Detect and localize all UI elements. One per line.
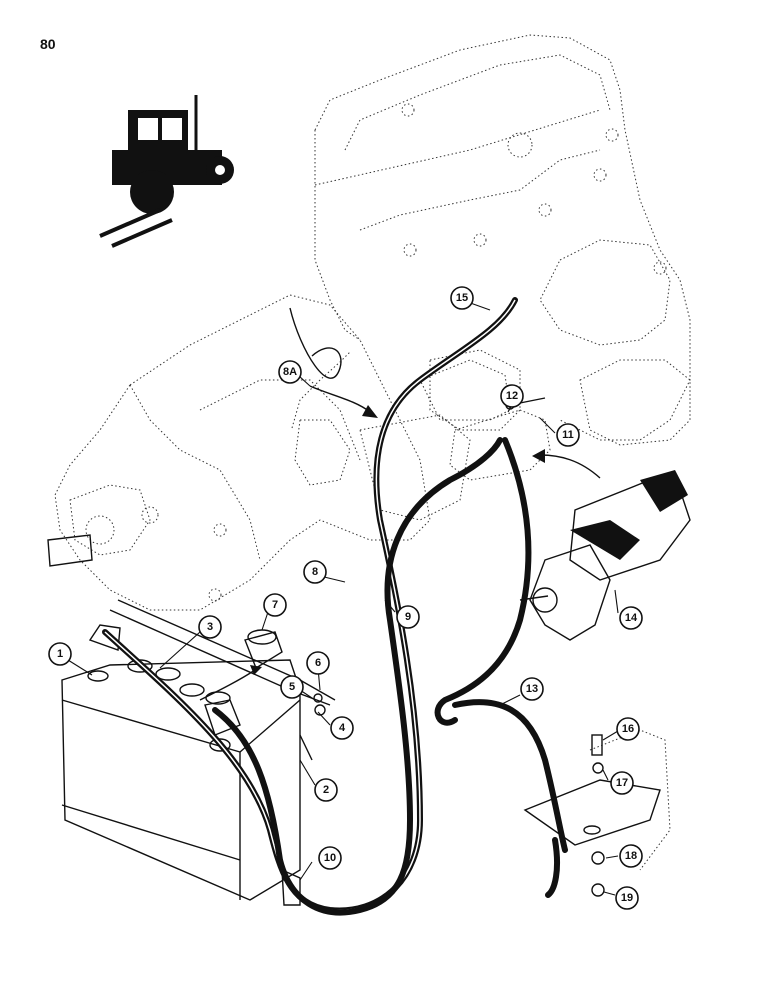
- direction-arrows: [199, 385, 601, 701]
- svg-text:19: 19: [621, 892, 633, 904]
- battery: [61, 624, 301, 901]
- callout-14: 14: [619, 606, 643, 630]
- starter-motor: [519, 470, 691, 641]
- callout-1: 1: [48, 642, 72, 666]
- callout-2: 2: [314, 778, 338, 802]
- svg-text:14: 14: [625, 612, 638, 624]
- starter-mounted: [419, 359, 551, 481]
- svg-text:8A: 8A: [283, 366, 297, 378]
- page-number: 80: [40, 36, 56, 52]
- forklift-icon: [99, 95, 234, 248]
- svg-text:11: 11: [562, 429, 574, 441]
- svg-text:5: 5: [289, 681, 295, 693]
- callout-7: 7: [263, 593, 287, 617]
- svg-text:1: 1: [57, 648, 63, 660]
- callout-11: 11: [556, 423, 580, 447]
- svg-text:15: 15: [456, 292, 468, 304]
- svg-text:2: 2: [323, 784, 329, 796]
- callout-6: 6: [306, 651, 330, 675]
- svg-text:4: 4: [339, 722, 346, 734]
- svg-text:10: 10: [324, 852, 336, 864]
- leader-lines: [67, 299, 619, 896]
- svg-text:7: 7: [272, 599, 278, 611]
- callout-5: 5: [280, 675, 304, 699]
- transmission-housing: [47, 294, 471, 611]
- svg-text:17: 17: [616, 777, 628, 789]
- svg-text:8: 8: [312, 566, 318, 578]
- callout-8a: 8A: [278, 360, 302, 384]
- callout-16: 16: [616, 717, 640, 741]
- svg-text:18: 18: [625, 850, 637, 862]
- battery-cables: [102, 297, 568, 916]
- callout-19: 19: [615, 886, 639, 910]
- callout-9: 9: [396, 605, 420, 629]
- callout-3: 3: [198, 615, 222, 639]
- callout-15: 15: [450, 286, 474, 310]
- svg-text:6: 6: [315, 657, 321, 669]
- svg-text:3: 3: [207, 621, 213, 633]
- ground-bracket: [523, 729, 671, 871]
- svg-text:16: 16: [622, 723, 634, 735]
- callout-12: 12: [500, 384, 524, 408]
- callout-18: 18: [619, 844, 643, 868]
- callout-4: 4: [330, 716, 354, 740]
- callout-8: 8: [303, 560, 327, 584]
- svg-text:13: 13: [526, 683, 538, 695]
- small-parts: [244, 397, 605, 906]
- engine-block: [314, 34, 691, 446]
- callout-13: 13: [520, 677, 544, 701]
- svg-text:12: 12: [506, 390, 518, 402]
- svg-text:9: 9: [405, 611, 411, 623]
- callout-10: 10: [318, 846, 342, 870]
- callout-17: 17: [610, 771, 634, 795]
